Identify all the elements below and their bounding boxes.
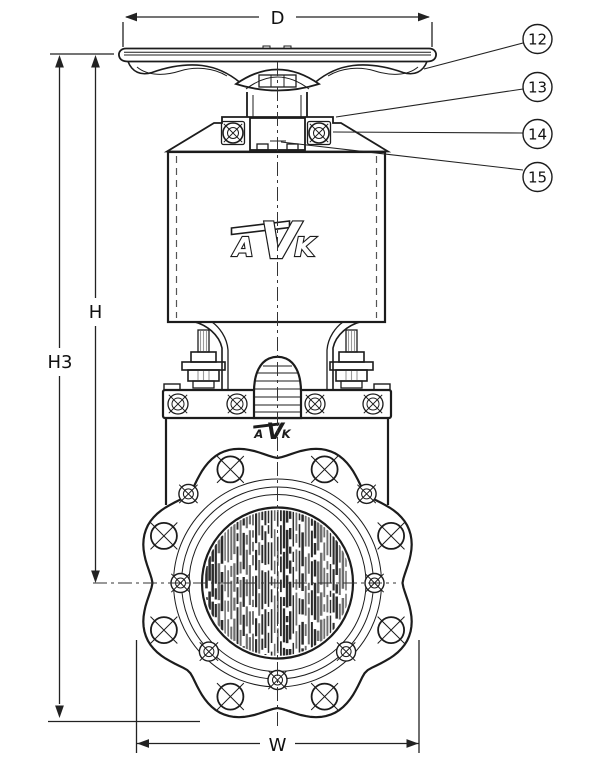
bonnet-outline	[166, 150, 387, 324]
yoke-bolt-right	[308, 122, 330, 144]
d-arrow-left	[125, 12, 137, 22]
gland-stud-right	[329, 329, 374, 389]
h3-arrow-top	[55, 55, 64, 68]
lower-body: A V K	[164, 418, 390, 505]
column-inner-walls	[252, 95, 302, 118]
yoke-plate	[163, 116, 392, 153]
flange-lug-hole	[377, 616, 406, 644]
yoke-legs-and-studs	[181, 321, 374, 390]
handwheel	[118, 45, 437, 92]
gland-stud-left	[181, 329, 226, 389]
callout-14: 14	[522, 118, 553, 150]
flange-lug-hole	[310, 455, 339, 484]
callout-13: 13	[522, 71, 553, 103]
callouts: 12 13 14 15	[280, 23, 553, 193]
yoke-bolt-left	[222, 122, 244, 144]
h-arrow-bottom	[91, 570, 100, 583]
yoke-bolt-pad-left	[220, 120, 246, 146]
flange-lug-hole	[216, 455, 245, 484]
gland-plate-bolt	[226, 393, 248, 415]
wheel-spoke-right	[314, 61, 428, 84]
wheel-spoke-right-inner	[327, 66, 419, 77]
stem-nut-notch-right	[286, 143, 299, 151]
callout-12: 12	[522, 23, 553, 55]
leader-line-13	[335, 88, 524, 118]
gland-plate-bolt	[167, 393, 189, 415]
flange-lug-hole	[377, 522, 406, 550]
leader-line-15	[280, 141, 524, 171]
w-extension-lines	[135, 640, 420, 753]
flange-lug-hole	[310, 682, 339, 711]
w-label: W	[269, 735, 287, 756]
svg-text:15: 15	[528, 169, 547, 187]
svg-text:A: A	[253, 427, 263, 441]
d-extension-lines	[122, 22, 433, 47]
yoke-leg-left-outer	[194, 321, 223, 390]
flange-body-bolts	[170, 483, 385, 691]
dimension-h3: H3	[41, 55, 200, 723]
yoke-leg-left-inner	[211, 321, 229, 390]
h-label: H	[89, 302, 103, 323]
centerlines	[93, 62, 396, 726]
svg-text:V: V	[266, 419, 285, 445]
leader-line-12	[423, 42, 524, 70]
flange-body-bolt	[356, 483, 377, 505]
lower-body-walls	[164, 418, 390, 505]
svg-text:12: 12	[528, 31, 547, 49]
gate-hatch	[205, 510, 347, 656]
leader-line-14	[332, 131, 524, 134]
callout-15: 15	[522, 161, 553, 193]
w-arrow-right	[406, 739, 419, 748]
h3-label: H3	[48, 352, 73, 373]
flange-lug-hole	[216, 682, 245, 711]
wheel-spoke-left	[127, 61, 241, 84]
hub-inner-arc	[245, 76, 310, 90]
yoke-bolt-pad-right	[306, 120, 332, 146]
gland-plate-bolt	[362, 393, 384, 415]
flange-lug-hole	[149, 522, 178, 550]
svg-text:K: K	[282, 427, 292, 441]
rim-face-lines	[124, 51, 431, 56]
valve-bonnet-body: A V K	[166, 150, 387, 324]
svg-text:13: 13	[528, 79, 547, 97]
d-label: D	[271, 8, 285, 29]
h-label-mask	[84, 300, 107, 324]
flange-body-bolt	[178, 483, 199, 505]
d-arrow-right	[418, 12, 430, 22]
dimension-w: W	[135, 640, 420, 756]
h3-arrow-bottom	[55, 705, 64, 718]
yoke-leg-right-outer	[332, 321, 361, 390]
avk-logo-letter-v: V	[261, 212, 303, 270]
svg-text:14: 14	[528, 126, 547, 144]
flange-body-bolt	[198, 641, 220, 662]
flange-lobe-holes	[149, 455, 406, 711]
wheel-spoke-left-inner	[136, 66, 228, 77]
avk-logo-bar	[230, 220, 291, 236]
avk-logo-large: A V K	[230, 211, 317, 271]
avk-logo-small: A V K	[253, 419, 291, 445]
avk-logo-letter-a: A	[232, 233, 254, 263]
avk-logo-letter-k: K	[295, 233, 317, 263]
flange-body-bolt	[335, 641, 357, 662]
hidden-gate-slot-lines	[175, 156, 378, 318]
rim-center-nubs	[262, 45, 292, 49]
h-arrow-top	[91, 55, 100, 68]
hub-keyplate-dividers	[270, 75, 285, 87]
dimension-d: D	[122, 8, 433, 47]
h3-label-mask	[41, 350, 80, 374]
gland-plate-bolt	[304, 393, 326, 415]
dimension-h: H	[50, 53, 114, 583]
stem-column	[246, 92, 308, 118]
stem-nut-notch-left	[256, 143, 269, 151]
yoke-leg-right-inner	[326, 321, 344, 390]
column-outer-walls	[246, 92, 308, 118]
w-arrow-left	[137, 739, 149, 748]
flange-lug-hole	[149, 616, 178, 644]
